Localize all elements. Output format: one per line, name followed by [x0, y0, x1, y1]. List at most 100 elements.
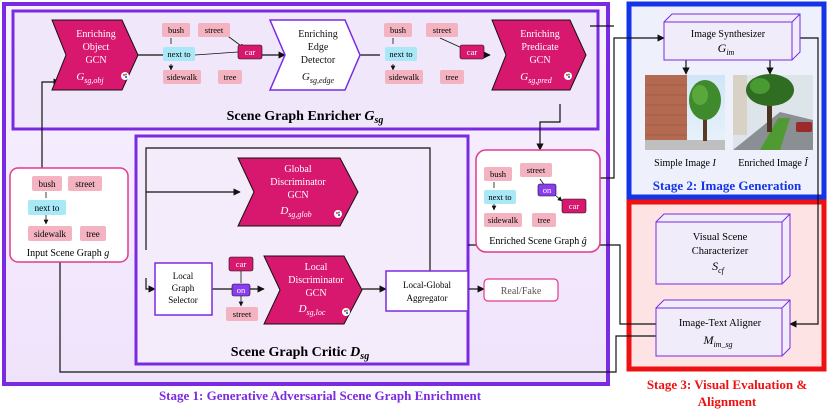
obj-gcn-line1: Enriching	[76, 29, 115, 40]
node-street-label: street	[527, 165, 546, 175]
node-car-label: car	[467, 47, 478, 57]
obj-gcn-line3: GCN	[85, 55, 106, 66]
node-bush	[384, 23, 412, 37]
node-street-label: street	[233, 309, 252, 319]
node-on-label: on	[543, 185, 552, 195]
stage3-title-line2: Alignment	[698, 394, 757, 409]
local-global-aggregator: Local-Global Aggregator	[385, 270, 469, 312]
node-street	[426, 23, 458, 37]
char-line1: Visual Scene	[693, 232, 748, 243]
node-tree-label: tree	[538, 215, 551, 225]
node-tree-label: tree	[86, 229, 100, 239]
pred-gcn-symbol: Gsg,pred	[520, 71, 552, 85]
node-street	[198, 23, 230, 37]
stage2-title: Stage 2: Image Generation	[653, 178, 802, 193]
node-tree	[532, 213, 556, 227]
node-car	[459, 44, 485, 60]
node-car-new	[237, 44, 263, 60]
node-next-to-label: next to	[35, 203, 60, 213]
node-street	[520, 163, 552, 177]
node-bush-label: bush	[168, 25, 185, 35]
global-disc-module: Global Discriminator GCN Dsg,glob	[237, 157, 359, 227]
edge-line2: Edge	[308, 42, 329, 53]
real-fake-label: Real/Fake	[501, 286, 542, 297]
palette-icon	[334, 210, 342, 218]
glob-line1: Global	[284, 164, 311, 175]
node-next-to-label: next to	[488, 192, 511, 202]
graph-step2: bush street next to car sidewalk tree	[384, 23, 485, 84]
node-bush-label: bush	[390, 25, 407, 35]
node-next-to	[163, 47, 195, 61]
node-on	[537, 183, 557, 197]
selector-line3: Selector	[168, 295, 198, 305]
node-on	[231, 283, 251, 297]
loc-line3: GCN	[305, 288, 326, 299]
node-next-to	[28, 200, 66, 215]
selector-line1: Local	[173, 271, 194, 281]
synth-symbol: Gim	[718, 41, 735, 57]
local-disc-module: Local Discriminator GCN Dsg,loc	[263, 255, 363, 325]
critic-title: Scene Graph Critic Dsg	[231, 345, 369, 362]
node-tree-label: tree	[446, 72, 459, 82]
node-tree-label: tree	[224, 72, 237, 82]
node-sidewalk-label: sidewalk	[488, 215, 519, 225]
pred-gcn-line3: GCN	[529, 55, 550, 66]
simple-image: Simple Image I	[645, 75, 725, 169]
node-next-to	[484, 190, 516, 204]
glob-line2: Discriminator	[270, 177, 326, 188]
node-bush-label: bush	[490, 169, 507, 179]
stage1-title: Stage 1: Generative Adversarial Scene Gr…	[159, 388, 482, 403]
node-sidewalk	[484, 213, 522, 227]
node-street-label: street	[205, 25, 224, 35]
graph-step1: bush street next to car sidewalk tree	[162, 23, 263, 84]
node-bush-label: bush	[38, 179, 56, 189]
node-sidewalk	[163, 70, 201, 84]
image-synthesizer: Image Synthesizer Gim	[663, 13, 801, 61]
node-on-label: on	[237, 285, 246, 295]
edge-line1: Enriching	[298, 29, 337, 40]
node-bush	[32, 176, 62, 191]
connectors	[41, 25, 819, 373]
real-fake-output: Real/Fake	[483, 278, 559, 302]
selector-line2: Graph	[172, 283, 195, 293]
enriched-image-label: Enriched Image Î	[738, 157, 808, 169]
input-scene-graph: bush street next to sidewalk tree Input …	[9, 167, 129, 263]
char-line2: Characterizer	[692, 246, 749, 257]
node-bush	[162, 23, 190, 37]
node-street	[68, 176, 102, 191]
loc-line1: Local	[305, 262, 328, 273]
char-symbol: Scf	[712, 259, 726, 275]
loc-line2: Discriminator	[288, 275, 344, 286]
input-graph-label: Input Scene Graph g	[27, 248, 109, 259]
node-street	[226, 307, 258, 321]
node-sidewalk	[385, 70, 423, 84]
obj-gcn-line2: Object	[83, 42, 110, 53]
node-tree	[218, 70, 242, 84]
pred-gcn-line2: Predicate	[521, 42, 559, 53]
node-bush	[484, 167, 512, 181]
edge-line3: Detector	[301, 55, 336, 66]
palette-icon	[121, 72, 129, 80]
local-graph-selector: Local Graph Selector	[154, 262, 213, 316]
aggregator-line1: Local-Global	[403, 280, 451, 290]
enriched-graph-label: Enriched Scene Graph ĝ	[489, 236, 586, 247]
node-tree	[440, 70, 464, 84]
node-car-label: car	[245, 47, 256, 57]
node-car-label: car	[236, 259, 247, 269]
aligner-line1: Image-Text Aligner	[679, 318, 762, 329]
glob-line3: GCN	[287, 190, 308, 201]
local-subgraph: car on street	[226, 256, 258, 321]
node-sidewalk	[28, 226, 72, 241]
image-text-aligner: Image-Text Aligner Mim_sg	[655, 299, 791, 357]
palette-icon	[342, 308, 350, 316]
edge-symbol: Gsg,edge	[302, 71, 335, 85]
node-next-to-label: next to	[167, 49, 190, 59]
obj-gcn-module: Enriching Object GCN Gsg,obj	[51, 19, 139, 91]
node-sidewalk-label: sidewalk	[34, 229, 66, 239]
palette-icon	[564, 72, 572, 80]
node-car	[228, 256, 254, 272]
node-tree	[80, 226, 106, 241]
node-car-label: car	[569, 201, 580, 211]
